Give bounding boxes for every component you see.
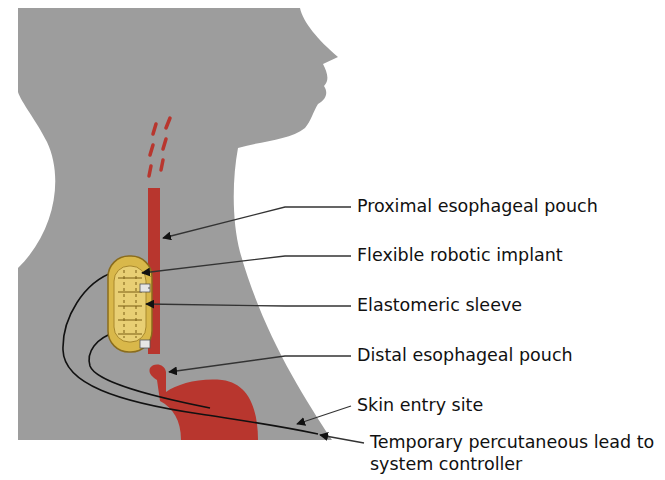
label-box: Flexible robotic implant: [357, 245, 657, 266]
leader-line: [169, 356, 351, 372]
dash: [163, 139, 166, 149]
leader-line: [163, 207, 351, 238]
leader-line: [142, 256, 351, 273]
part-label: Temporary percutaneous lead to system co…: [370, 432, 660, 475]
clamp: [140, 340, 150, 348]
lead-wire: [63, 272, 318, 434]
elastomeric-sleeve: [114, 266, 146, 342]
part-label: Skin entry site: [357, 395, 657, 416]
label-box: Elastomeric sleeve: [357, 295, 657, 316]
leader-line: [297, 406, 351, 424]
label-box: Temporary percutaneous lead to system co…: [370, 432, 660, 475]
leader-line: [320, 435, 364, 443]
dash: [153, 124, 156, 134]
part-label: Elastomeric sleeve: [357, 295, 657, 316]
leader-lines: [142, 207, 364, 443]
dash: [149, 166, 151, 176]
label-box: Proximal esophageal pouch: [357, 196, 657, 217]
implant-housing: [108, 256, 152, 352]
part-label: Flexible robotic implant: [357, 245, 657, 266]
wire: [89, 332, 210, 408]
distal-pouch-stomach: [149, 365, 258, 440]
dash: [166, 118, 170, 128]
leader-line: [146, 304, 351, 306]
implant-detail: [118, 278, 142, 334]
esophagus-dashes: [149, 118, 170, 176]
label-box: Distal esophageal pouch: [357, 345, 657, 366]
robotic-implant: [108, 256, 152, 352]
wire: [63, 272, 318, 434]
label-box: Skin entry site: [357, 395, 657, 416]
implant-detail: [124, 270, 136, 338]
body-silhouette: [18, 8, 338, 440]
part-label: Distal esophageal pouch: [357, 345, 657, 366]
dash: [161, 160, 163, 170]
clamp: [140, 284, 150, 292]
dash: [150, 145, 153, 155]
clamp-link: [148, 288, 150, 289]
part-label: Proximal esophageal pouch: [357, 196, 657, 217]
